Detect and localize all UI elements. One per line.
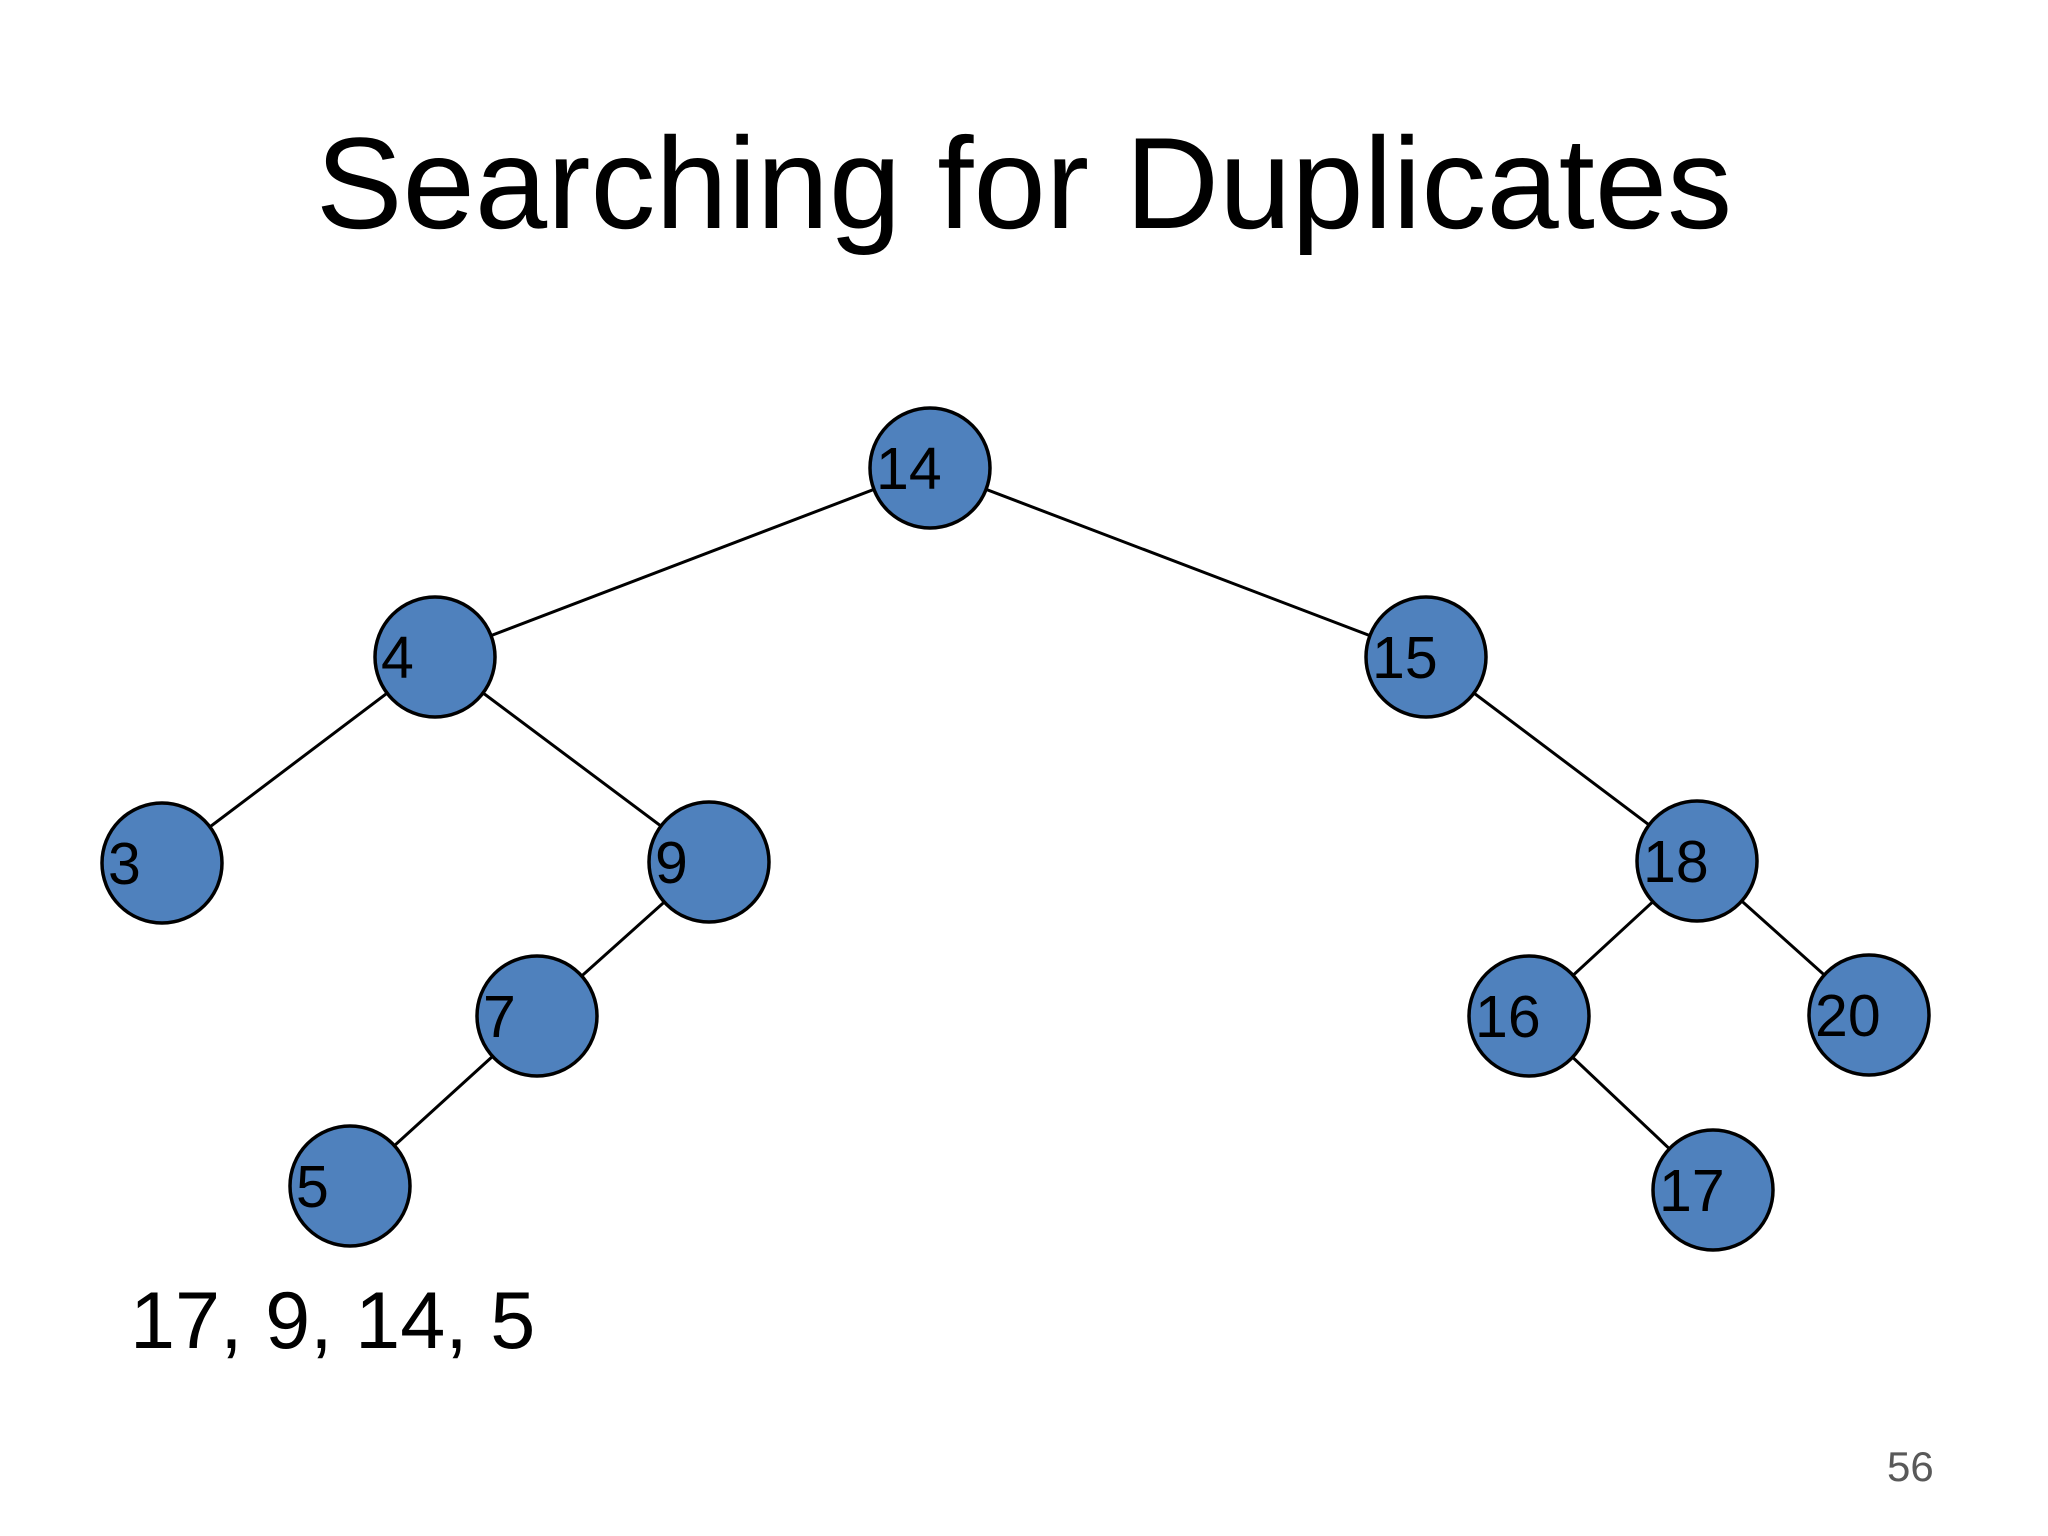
node-label-3: 3 <box>108 831 141 897</box>
node-circle-3 <box>100 801 224 925</box>
node-label-20: 20 <box>1815 983 1881 1049</box>
slide-title: Searching for Duplicates <box>315 110 1733 256</box>
node-circle-16 <box>1467 954 1591 1078</box>
edge-14-15 <box>929 466 1427 659</box>
insert-sequence-text: 17, 9, 14, 5 <box>130 1276 536 1366</box>
node-label-15: 15 <box>1372 625 1438 691</box>
node-circle-7 <box>475 954 599 1078</box>
node-label-5: 5 <box>296 1154 329 1220</box>
tree-node-7: 7 <box>475 954 599 1078</box>
node-label-14: 14 <box>876 436 942 502</box>
node-label-7: 7 <box>483 984 516 1050</box>
node-label-9: 9 <box>655 830 688 896</box>
tree-node-3: 3 <box>100 801 224 925</box>
node-circle-18 <box>1635 799 1759 923</box>
tree-node-16: 16 <box>1467 954 1591 1078</box>
node-circle-20 <box>1807 953 1931 1077</box>
tree-node-9: 9 <box>647 800 771 924</box>
node-circle-14 <box>868 406 992 530</box>
page-number: 56 <box>1887 1443 1934 1490</box>
tree-node-18: 18 <box>1635 799 1759 923</box>
tree-node-14: 14 <box>868 406 992 530</box>
node-label-17: 17 <box>1659 1158 1725 1224</box>
node-circle-5 <box>288 1124 412 1248</box>
tree-node-5: 5 <box>288 1124 412 1248</box>
tree-edges <box>161 466 1871 1192</box>
tree-node-15: 15 <box>1364 595 1488 719</box>
node-circle-15 <box>1364 595 1488 719</box>
node-circle-9 <box>647 800 771 924</box>
node-label-4: 4 <box>381 625 414 691</box>
node-circle-17 <box>1651 1128 1775 1252</box>
node-circle-4 <box>373 595 497 719</box>
edge-14-4 <box>434 466 931 659</box>
tree-node-20: 20 <box>1807 953 1931 1077</box>
tree-node-17: 17 <box>1651 1128 1775 1252</box>
node-label-16: 16 <box>1475 984 1541 1050</box>
tree-node-4: 4 <box>373 595 497 719</box>
node-label-18: 18 <box>1643 829 1709 895</box>
